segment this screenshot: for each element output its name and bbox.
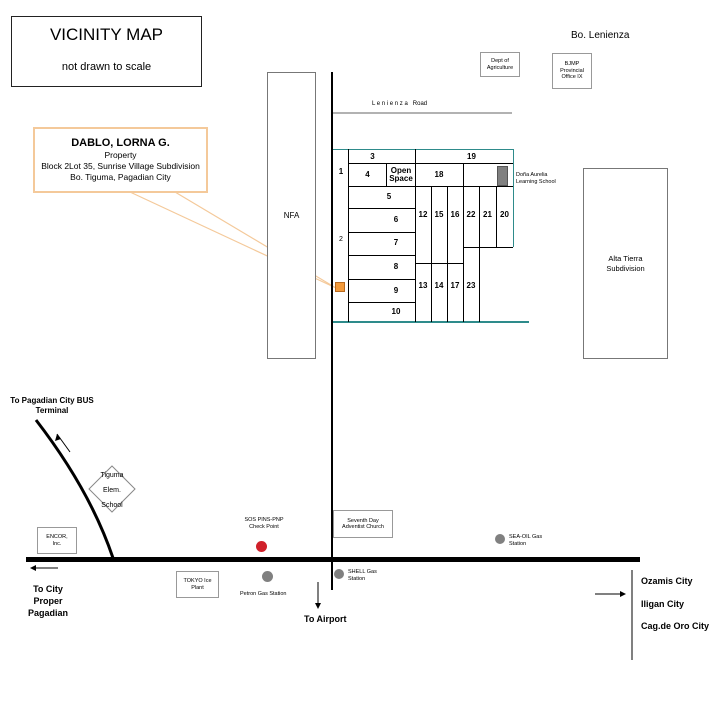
airport-label: To Airport [304,614,347,624]
lot-17: 17 [450,281,460,290]
lot-18: 18 [434,170,444,179]
lot-16: 16 [450,210,460,219]
callout-lot: Block 2Lot 35, Sunrise Village Subdivisi… [41,161,200,171]
subdivision-bottom-edge [333,321,529,323]
dona-aurelia-marker [497,166,508,186]
lot-line [348,302,415,303]
lot-12: 12 [418,210,428,219]
alta-tierra-box: Alta Tierra Subdivision [583,168,668,359]
petron-label: Petron Gas Station [240,591,287,597]
sda-label: Seventh Day Adventist Church [342,517,384,531]
sda-box: Seventh Day Adventist Church [333,510,393,538]
checkpoint-label: SOS PINS-PNP Check Point [244,517,284,530]
callout-barangay: Bo. Tiguma, Pagadian City [70,172,171,182]
title-box: VICINITY MAP not drawn to scale [11,16,202,87]
bus-terminal-road [34,419,115,559]
bo-lenienza-label: Bo. Lenienza [571,30,630,41]
lot-22: 22 [466,210,476,219]
encor-box: ENCOR, Inc. [37,527,77,554]
property-callout: DABLO, LORNA G. Property Block 2Lot 35, … [33,127,208,193]
lot-line [431,186,432,322]
ozamis-label: Ozamis City [641,576,693,586]
shell-label: SHELL Gas Station [348,569,377,582]
map-title: VICINITY MAP [49,25,164,44]
iligan-label: Iligan City [641,599,685,609]
lot-13: 13 [418,281,428,290]
lot-line [496,186,497,248]
lot-line [479,186,480,322]
subdivision-right-edge [513,149,514,247]
checkpoint-marker [256,541,267,552]
lot-6: 6 [393,215,399,224]
lot-line [447,186,448,322]
lot-15: 15 [434,210,444,219]
dept-agriculture-box: Dept of Agriculture [480,52,520,77]
tiguma-school-label: Tiguma Elem. School [100,471,124,509]
lot-7: 7 [393,238,399,247]
lot-19: 19 [467,151,476,161]
city-proper-label: To City Proper Pagadian [27,584,68,618]
nfa-label: NFA [283,211,300,220]
lot-20: 20 [500,210,509,219]
lot-4: 4 [365,170,370,179]
dona-aurelia-label: Doña Aurelia Learning School [516,172,556,185]
owner-name: DABLO, LORNA G. [71,137,170,149]
shell-marker [334,569,344,579]
main-highway-vertical [331,72,333,590]
tokyo-box: TOKYO Ice Plant [176,571,219,598]
petron-marker [262,571,273,582]
lot-line [386,163,387,186]
dept-agriculture-label: Dept of Agriculture [486,58,514,71]
encor-label: ENCOR, Inc. [46,534,68,547]
property-marker [335,282,345,292]
lot-line [415,263,463,264]
lot-line [348,208,415,209]
map-subtitle: not drawn to scale [61,61,152,73]
lot-21: 21 [483,210,492,219]
lot-23: 23 [466,281,476,290]
lot-line [348,279,415,280]
tokyo-label: TOKYO Ice Plant [183,578,212,591]
lenienza-road-label: L e n i e n z a Road [372,101,428,107]
lot-line [348,186,464,187]
seaoil-marker [495,534,505,544]
lot-9: 9 [393,286,399,295]
alta-tierra-label: Alta Tierra Subdivision [606,253,645,273]
callout-property: Property [104,150,137,160]
lot-line [463,186,513,187]
lot-3: 3 [370,151,375,161]
lot-line [348,255,415,256]
lot-2: 2 [339,236,343,243]
seaoil-label: SEA-OIL Gas Station [509,534,543,547]
bjmp-box: BJMP Provincial Office IX [552,53,592,89]
lot-line [348,149,349,322]
cagayan-label: Cag.de Oro City [641,621,710,631]
lot-line [463,163,464,322]
lot-line [348,163,513,164]
bus-terminal-label: To Pagadian City BUS Terminal [10,396,94,415]
lot-line [415,149,416,322]
lot-8: 8 [393,262,399,271]
lot-1: 1 [338,167,344,176]
lot-line [348,232,415,233]
nfa-building: NFA [267,72,316,359]
lot-line [463,247,513,248]
lot-14: 14 [434,281,444,290]
lot-open-space: Open Space [389,166,413,183]
subdivision-top-edge [333,149,514,150]
lot-10: 10 [391,307,401,316]
lot-5: 5 [386,192,392,201]
main-highway-horizontal [26,557,640,562]
bjmp-label: BJMP Provincial Office IX [560,61,584,81]
